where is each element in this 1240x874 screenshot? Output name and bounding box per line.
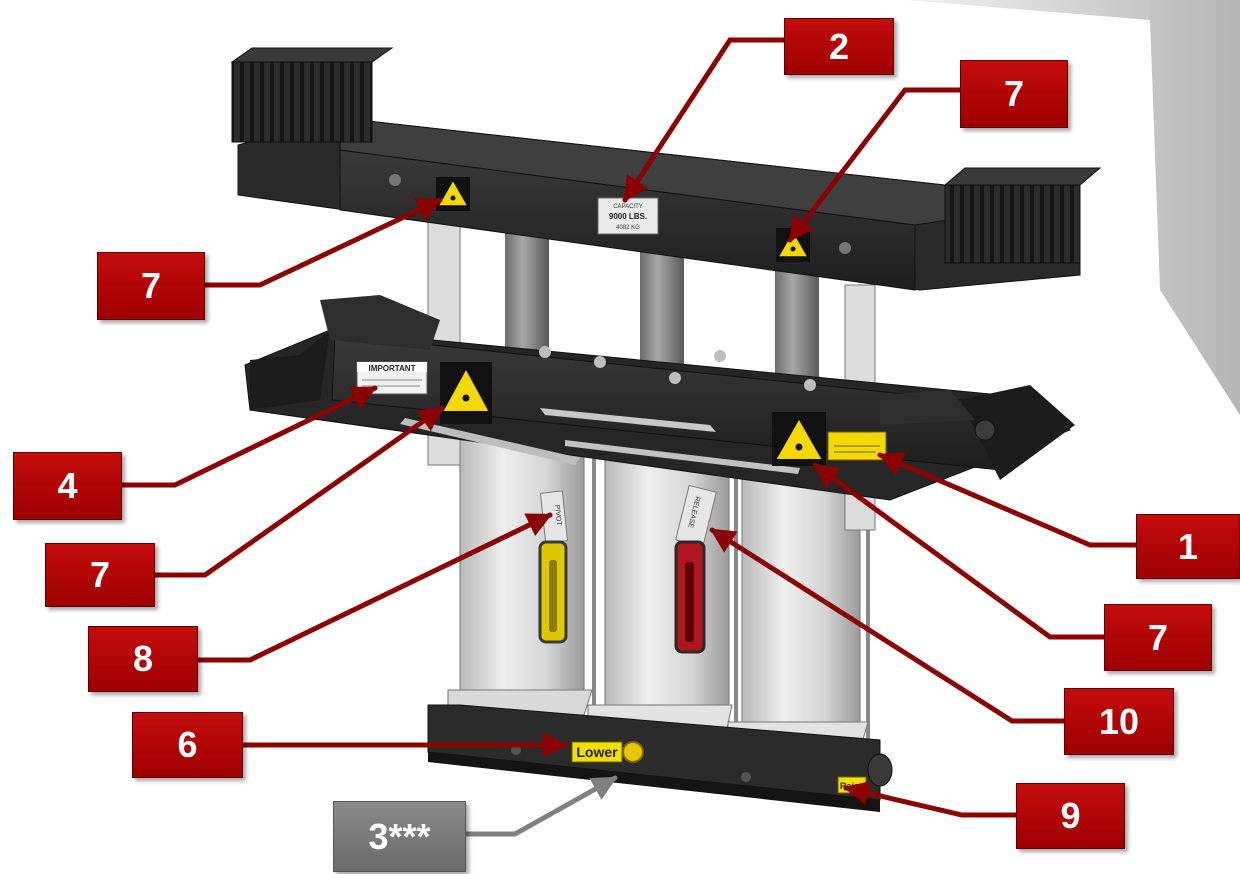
callout-6: 6 (132, 712, 243, 778)
capacity-decal (597, 197, 659, 235)
callout-7-right: 7 (1104, 604, 1212, 671)
callout-4: 4 (13, 452, 122, 520)
callout-7-top-left: 7 (97, 252, 205, 320)
callout-3: 3*** (333, 801, 466, 872)
pivot-label: PIVOT (553, 504, 562, 526)
lower-decal-text: Lower (576, 744, 618, 760)
release-handle: RELEASE (674, 484, 717, 654)
pivot-handle: PIVOT (538, 490, 569, 644)
capacity-line3: 4082 KG (616, 225, 640, 231)
callout-8: 8 (88, 626, 198, 692)
callout-10: 10 (1064, 688, 1174, 755)
base-rail (427, 704, 893, 812)
lower-decal (571, 741, 623, 763)
rubber-pads (230, 47, 1102, 264)
warning-triangle-icon (772, 412, 826, 466)
important-decal-text: IMPORTANT (369, 364, 416, 373)
callout-1: 1 (1136, 514, 1240, 579)
callout-7-top-right: 7 (960, 60, 1068, 128)
warning-triangle-icon (776, 228, 810, 262)
warning-triangle-icon (436, 177, 470, 211)
callout-9: 9 (1016, 783, 1125, 849)
callout-7-left: 7 (45, 543, 155, 607)
capacity-line2: 9000 LBS. (609, 212, 647, 221)
capacity-line1: CAPACITY (613, 204, 643, 210)
warning-triangle-icon (440, 362, 492, 424)
callout-2: 2 (784, 18, 894, 75)
raise-decal-text: Raise (840, 781, 864, 791)
